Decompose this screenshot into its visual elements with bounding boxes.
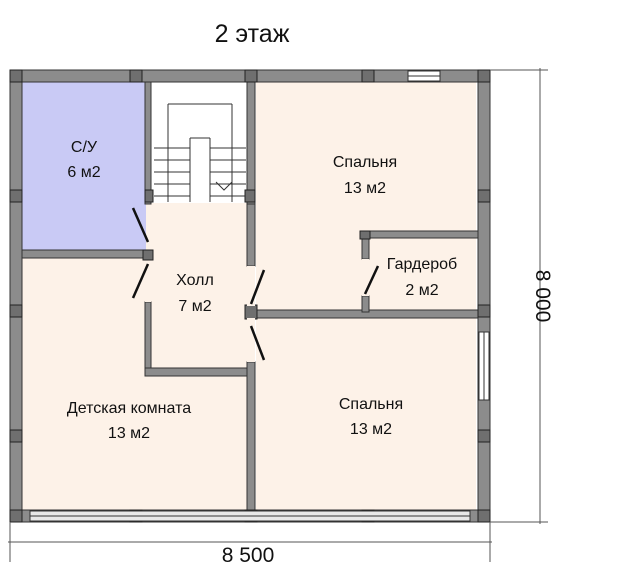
width-dimension: 8 500 [222, 544, 275, 567]
bedroom-1-name: Спальня [333, 154, 397, 171]
door-leaves [131, 207, 380, 361]
wall-stair-right [246, 81, 256, 205]
hall-floor [146, 203, 252, 371]
room-floors [22, 82, 476, 510]
wall-hall-bottom [144, 367, 256, 377]
wall-bath-bottom [21, 249, 149, 259]
wall-hall-left-lower [144, 301, 152, 373]
door-bedroom-2 [249, 325, 266, 361]
wardrobe-area: 2 м2 [405, 282, 438, 299]
bathroom-floor [22, 82, 146, 250]
kids-room-area: 13 м2 [108, 425, 150, 442]
wall-wardrobe-top [361, 230, 479, 239]
hall-area: 7 м2 [178, 298, 211, 315]
floor-title: 2 этаж [215, 20, 290, 48]
staircase [150, 82, 250, 202]
door-bathroom [131, 207, 150, 243]
bedroom-1-area: 13 м2 [344, 180, 386, 197]
door-openings [145, 259, 369, 362]
bedroom-2-name: Спальня [339, 396, 403, 413]
room-labels: С/У 6 м2 Спальня 13 м2 Холл 7 м2 Гардеро… [67, 139, 457, 442]
door-kids-room [131, 263, 150, 299]
exterior-wall-left [9, 69, 23, 523]
bedroom-2-area: 13 м2 [350, 421, 392, 438]
kids-room-name: Детская комната [67, 400, 191, 417]
bedroom-2-floor [256, 318, 476, 510]
windows [29, 70, 490, 522]
height-dimension: 8 000 [531, 270, 554, 323]
wall-stair-left [144, 81, 152, 205]
wardrobe-floor [369, 237, 476, 309]
door-wardrobe [363, 265, 380, 295]
wall-hall-right-upper [246, 203, 256, 267]
hall-name: Холл [176, 272, 214, 289]
exterior-wall-right [477, 69, 491, 523]
bathroom-name: С/У [71, 139, 98, 156]
wall-wardrobe-left-lower [361, 295, 370, 313]
wall-hall-right [246, 361, 256, 513]
dimension-lines [8, 68, 548, 562]
door-bedroom-1 [249, 269, 266, 305]
wardrobe-name: Гардероб [387, 256, 457, 273]
bathroom-area: 6 м2 [67, 164, 100, 181]
